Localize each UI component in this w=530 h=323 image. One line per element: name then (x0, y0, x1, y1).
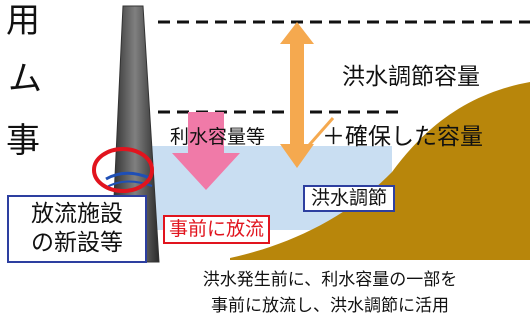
caption-line-2: 事前に放流し、洪水調節に活用 (211, 296, 449, 316)
secured-capacity-label: ＋確保した容量 (322, 124, 483, 150)
facility-box: 放流施設 の新設等 (7, 195, 147, 263)
water-use-capacity-label: 利水容量等 (170, 126, 266, 148)
side-text-line-1: 用 (6, 1, 40, 41)
side-text-line-2: ム (8, 59, 42, 99)
facility-box-line-2: の新設等 (31, 230, 123, 256)
side-text-line-3: 事 (6, 121, 40, 161)
flood-control-box: 洪水調節 (303, 185, 396, 212)
release-arrow (172, 112, 240, 190)
secured-capacity-pointer (301, 117, 335, 153)
capacity-arrow (280, 22, 314, 168)
terrain-slope (230, 82, 530, 260)
outlet-highlight-circle (92, 147, 154, 193)
caption-line-1: 洪水発生前に、利水容量の一部を (202, 270, 458, 290)
facility-box-line-1: 放流施設 (31, 201, 123, 227)
outlet-mark-upper (105, 171, 151, 181)
flood-capacity-label: 洪水調節容量 (342, 64, 480, 90)
prior-release-box: 事前に放流 (163, 215, 271, 244)
